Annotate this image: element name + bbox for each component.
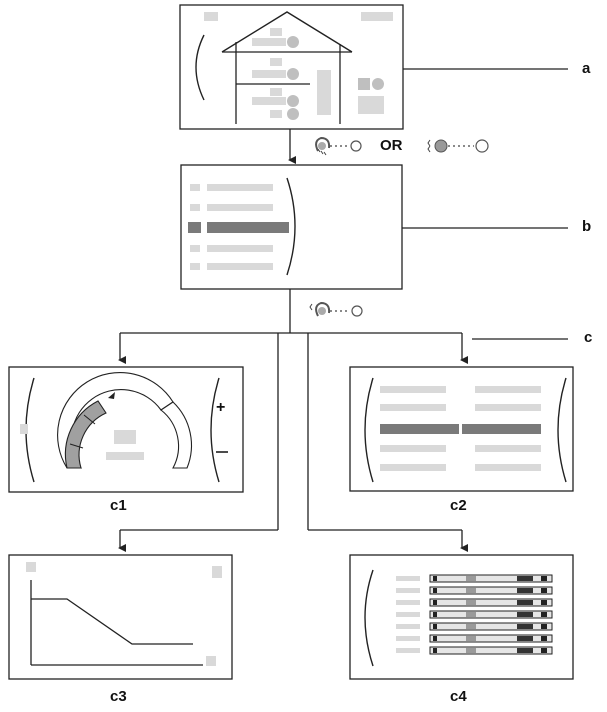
- label-a: a: [582, 60, 591, 77]
- house-roof-icon: [221, 11, 353, 53]
- schedule-segment: [433, 612, 437, 617]
- screen-c2-list: [349, 366, 574, 492]
- left-bracket-icon: [195, 34, 205, 101]
- schedule-segment: [433, 588, 437, 593]
- schedule-segment: [541, 612, 547, 617]
- schedule-segment: [517, 636, 533, 641]
- schedule-day-label: [396, 600, 420, 605]
- schedule-day-label: [396, 588, 420, 593]
- label-c1: c1: [110, 497, 127, 514]
- schedule-bar: [429, 586, 553, 595]
- schedule-segment: [466, 588, 476, 593]
- schedule-segment: [466, 648, 476, 653]
- schedule-segment: [433, 636, 437, 641]
- schedule-segment: [517, 648, 533, 653]
- knob-press-icon: [427, 139, 489, 153]
- schedule-segment: [541, 576, 547, 581]
- screen-b-list: [180, 164, 403, 290]
- schedule-bar: [429, 610, 553, 619]
- schedule-segment: [433, 624, 437, 629]
- schedule-segment: [541, 624, 547, 629]
- schedule-day-label: [396, 612, 420, 617]
- screen-c3-graph: [8, 554, 233, 680]
- schedule-segment: [466, 600, 476, 605]
- schedule-segment: [466, 576, 476, 581]
- schedule-segment: [517, 612, 533, 617]
- label-or: OR: [380, 137, 403, 154]
- schedule-bar: [429, 598, 553, 607]
- schedule-segment: [517, 600, 533, 605]
- schedule-segment: [466, 636, 476, 641]
- schedule-bar: [429, 634, 553, 643]
- label-c3: c3: [110, 688, 127, 705]
- schedule-segment: [433, 648, 437, 653]
- knob-turn-icon-2: [309, 301, 363, 317]
- schedule-day-label: [396, 576, 420, 581]
- label-c: c: [584, 329, 593, 346]
- schedule-day-label: [396, 624, 420, 629]
- schedule-segment: [517, 576, 533, 581]
- schedule-segment: [541, 648, 547, 653]
- schedule-segment: [433, 576, 437, 581]
- right-bracket-icon: [286, 177, 296, 276]
- plus-icon: +: [216, 399, 225, 416]
- schedule-segment: [466, 612, 476, 617]
- screen-c1-gauge: +: [8, 366, 244, 493]
- knob-turn-icon: [315, 136, 362, 156]
- schedule-segment: [433, 600, 437, 605]
- schedule-segment: [517, 588, 533, 593]
- schedule-segment: [466, 624, 476, 629]
- schedule-segment: [541, 588, 547, 593]
- schedule-day-label: [396, 648, 420, 653]
- screen-a-home: [179, 4, 404, 130]
- schedule-segment: [541, 600, 547, 605]
- label-c4: c4: [450, 688, 467, 705]
- schedule-bar: [429, 574, 553, 583]
- screen-c4-schedule: [349, 554, 574, 680]
- schedule-bar: [429, 622, 553, 631]
- right-bracket-icon-2: [210, 377, 220, 483]
- label-b: b: [582, 218, 592, 235]
- schedule-day-label: [396, 636, 420, 641]
- schedule-bar: [429, 646, 553, 655]
- schedule-segment: [541, 636, 547, 641]
- schedule-segment: [517, 624, 533, 629]
- label-c2: c2: [450, 497, 467, 514]
